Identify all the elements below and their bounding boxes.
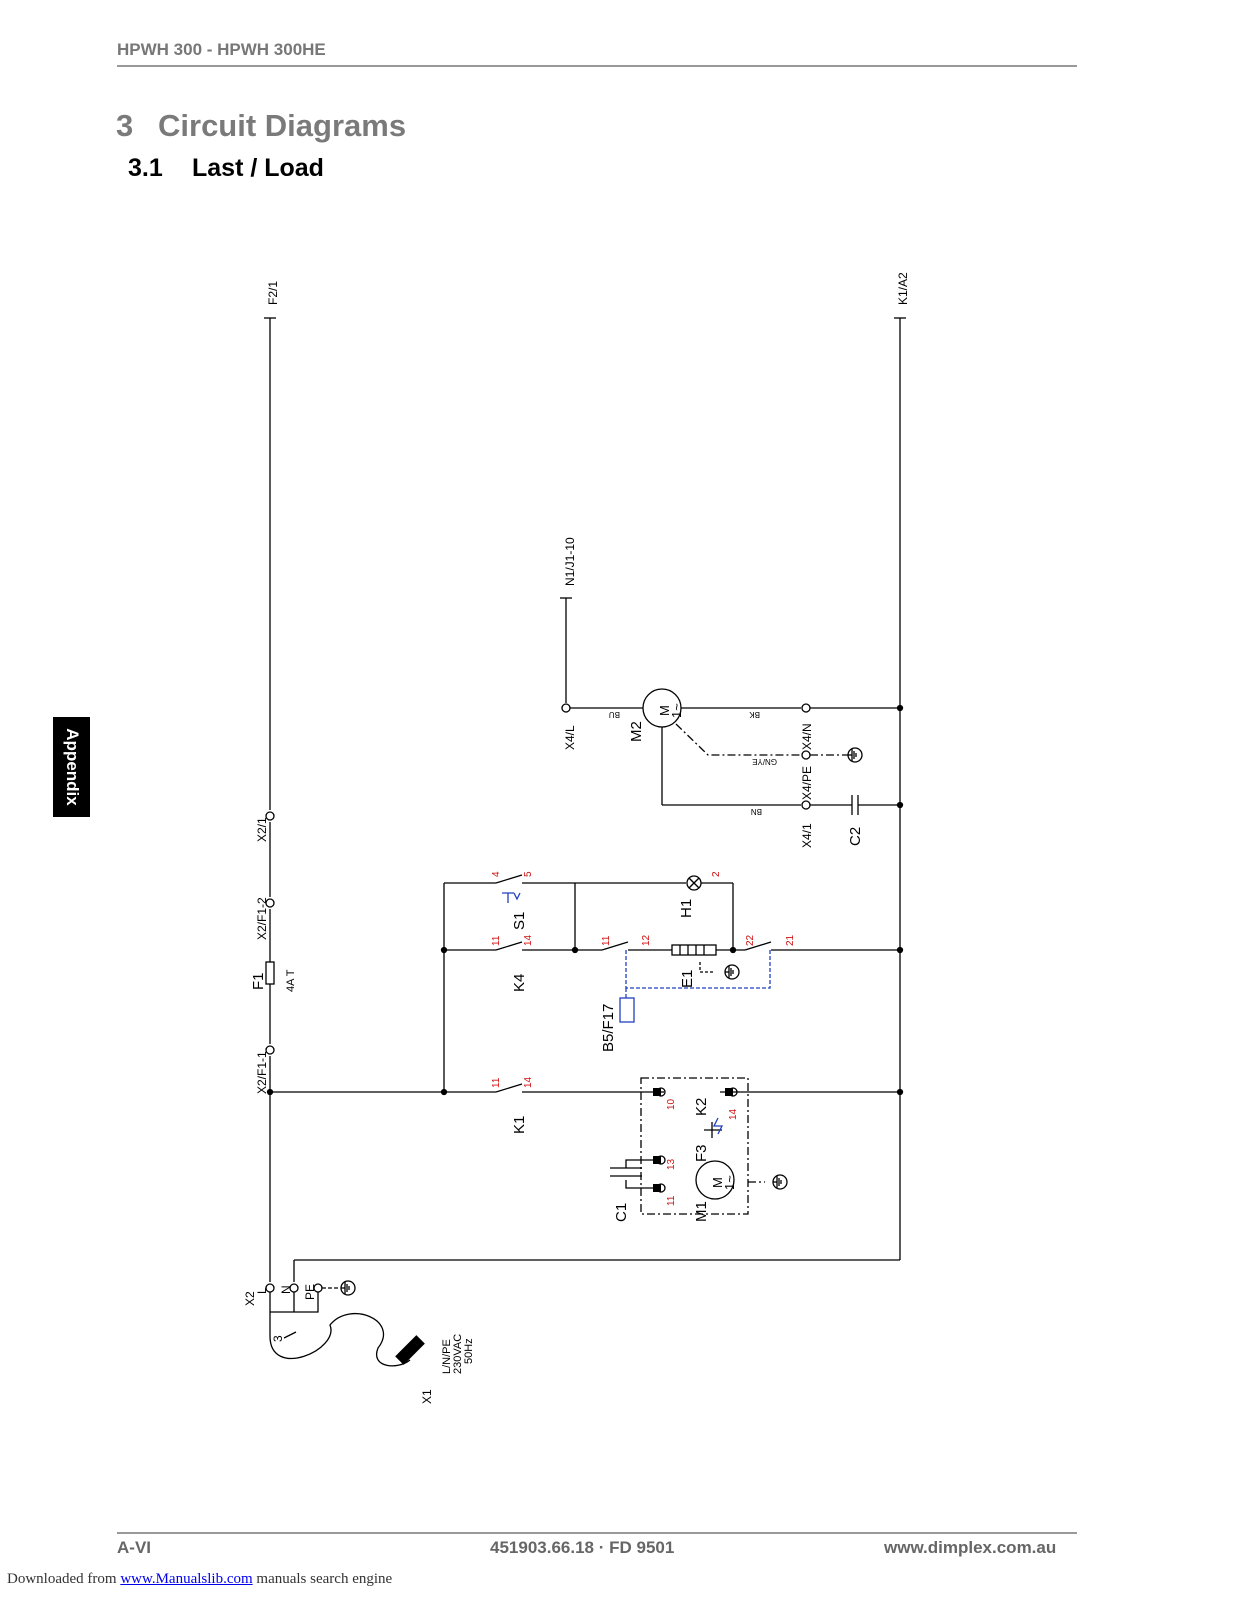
label-x1: X1 — [420, 1389, 434, 1404]
label-pe: PE — [303, 1284, 317, 1300]
label-h1: H1 — [678, 899, 695, 918]
label-x2-1: X2/1 — [255, 817, 269, 842]
label-c1: C1 — [613, 1203, 630, 1222]
manualslib-link[interactable]: www.Manualslib.com — [120, 1571, 253, 1587]
earth-icon — [772, 1174, 788, 1190]
earth-icon — [340, 1280, 356, 1296]
num-h1-2: 2 — [711, 871, 722, 877]
label-x4-n: X4/N — [800, 723, 814, 750]
label-supply-1: L/N/PE — [441, 1339, 453, 1374]
label-l: L — [255, 1287, 269, 1294]
label-c2: C2 — [847, 827, 864, 846]
num-k1-11: 11 — [491, 1077, 502, 1088]
footer-page: A-VI — [117, 1538, 151, 1557]
num-b5-22: 22 — [745, 934, 756, 946]
num-b5-11: 11 — [601, 935, 612, 946]
label-motor-m1: M — [710, 1177, 725, 1188]
label-k4: K4 — [511, 974, 528, 992]
label-e1: E1 — [679, 970, 696, 988]
label-k1: K1 — [511, 1116, 528, 1134]
num-m1-13: 13 — [666, 1158, 677, 1170]
label-tilde-m2: 1~ — [669, 703, 684, 718]
label-n: N — [279, 1285, 293, 1294]
earth-icon — [847, 747, 863, 763]
label-bn: BN — [751, 807, 762, 816]
label-bu: BU — [609, 710, 620, 719]
label-n1-j1-10: N1/J1-10 — [563, 537, 577, 586]
label-x2-f1-1: X2/F1-1 — [255, 1051, 269, 1094]
label-tilde-m1: 1~ — [722, 1175, 737, 1190]
label-x2: X2 — [243, 1291, 257, 1306]
label-s1: S1 — [511, 912, 528, 930]
label-x4-l: X4/L — [563, 725, 577, 750]
label-x2-f1-2: X2/F1-2 — [255, 897, 269, 940]
label-m2: M2 — [628, 721, 645, 742]
label-x4-1: X4/1 — [800, 823, 814, 848]
footer-website: www.dimplex.com.au — [884, 1538, 1057, 1557]
num-k2-14: 14 — [728, 1108, 739, 1120]
num-s1-4: 4 — [491, 871, 502, 877]
num-k4-14: 14 — [523, 934, 534, 946]
header-rule — [117, 65, 1077, 67]
num-b5-21: 21 — [785, 934, 796, 946]
label-f2-1: F2/1 — [266, 281, 280, 305]
num-b5-12: 12 — [641, 934, 652, 946]
earth-icon — [724, 964, 740, 980]
num-s1-5: 5 — [523, 871, 534, 877]
label-k2: K2 — [693, 1098, 710, 1116]
label-b5-f17: B5/F17 — [600, 1004, 617, 1052]
label-f1-rating: 4A T — [285, 969, 297, 992]
num-k2-10: 10 — [666, 1098, 677, 1110]
footer-doc-number: 451903.66.18 · FD 9501 — [490, 1538, 675, 1557]
label-x4-pe: X4/PE — [800, 766, 814, 800]
label-3: 3 — [271, 1335, 285, 1342]
label-k1-a2: K1/A2 — [896, 272, 910, 305]
num-k4-11: 11 — [491, 935, 502, 946]
num-k1-14: 14 — [523, 1076, 534, 1088]
label-f1: F1 — [250, 972, 267, 990]
label-gnye: GN/YE — [752, 757, 777, 766]
label-supply-2: 230VAC — [452, 1334, 464, 1374]
footer-rule — [117, 1532, 1077, 1534]
num-m1-11: 11 — [666, 1195, 677, 1206]
label-m1: M1 — [693, 1201, 710, 1222]
label-bk: BK — [749, 710, 760, 719]
appendix-tab: Appendix — [53, 717, 90, 817]
label-supply-3: 50Hz — [463, 1338, 475, 1364]
download-notice: Downloaded from www.Manualslib.com manua… — [7, 1571, 393, 1587]
header-title: HPWH 300 - HPWH 300HE — [117, 40, 326, 59]
label-motor-m2: M — [657, 705, 672, 716]
label-f3: F3 — [693, 1144, 710, 1162]
